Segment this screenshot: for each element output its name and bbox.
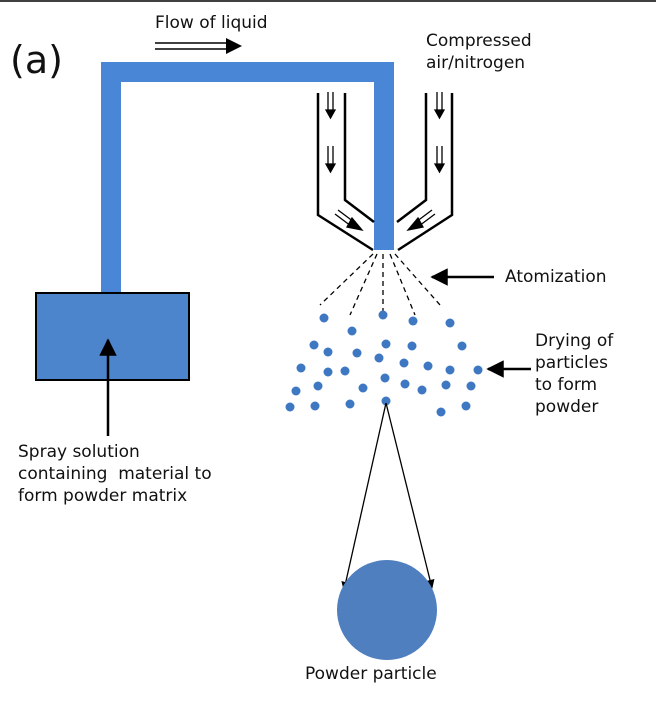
particle-label: Powder particle (305, 664, 437, 684)
drying-label-line: powder (535, 397, 599, 417)
gas-label: Compressed air/nitrogen (426, 30, 532, 74)
zoom-line-right (385, 402, 435, 589)
drying-label: Drying of particles to form powder (535, 330, 613, 418)
solution-label-line: form powder matrix (18, 486, 188, 506)
atomization-label: Atomization (505, 267, 607, 287)
zoom-line-left (341, 402, 387, 591)
drying-label-line: to form (535, 375, 598, 395)
gas-label-line: Compressed (426, 31, 532, 51)
spray-cone-lines (319, 253, 441, 316)
powder-particle (337, 560, 437, 660)
gas-flow-arrows (324, 92, 446, 231)
droplet-cloud (285, 310, 483, 417)
flow-label: Flow of liquid (155, 13, 268, 33)
panel-label: (a) (10, 38, 63, 82)
solution-label-line: containing material to (18, 464, 212, 484)
solution-label-line: Spray solution (18, 442, 140, 462)
solution-tank (35, 292, 190, 381)
drying-label-line: particles (535, 353, 608, 373)
gas-label-line: air/nitrogen (426, 53, 526, 73)
solution-label: Spray solution containing material to fo… (18, 441, 212, 507)
flow-double-arrow (155, 38, 242, 54)
drying-label-line: Drying of (535, 331, 614, 351)
liquid-feed-tube (101, 62, 394, 300)
nozzle-housing (316, 93, 454, 252)
